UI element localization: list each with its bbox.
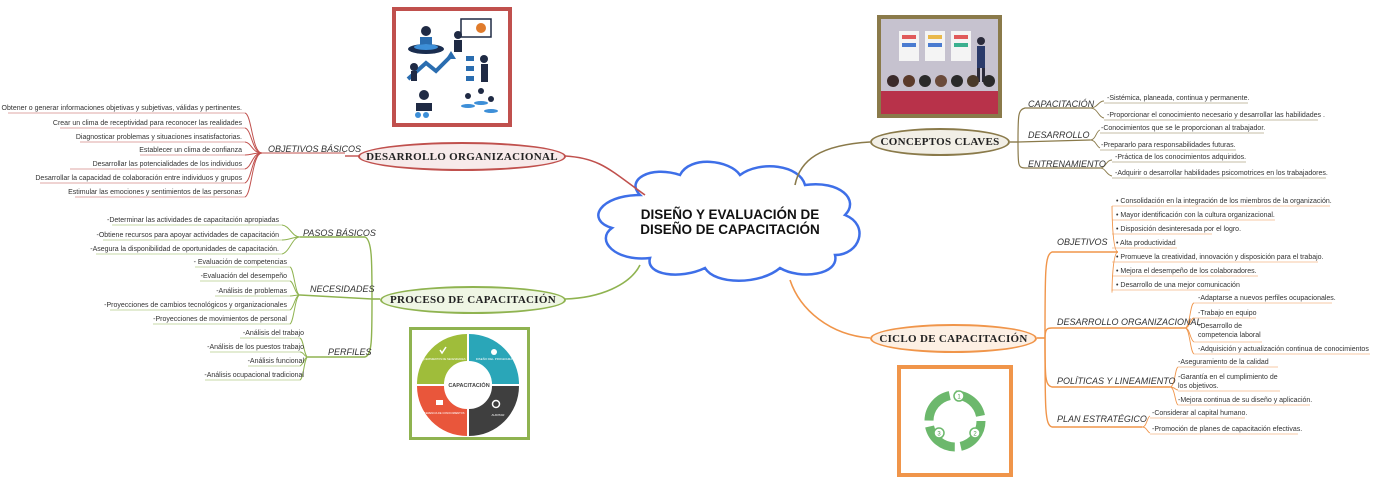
list-item: -Análisis de los puestos trabajo: [207, 344, 304, 351]
category-entrenamiento: ENTRENAMIENTO: [1028, 159, 1106, 169]
cycle-step-number: 1: [957, 395, 961, 401]
list-item: -Análisis funcional: [247, 358, 304, 365]
node-proceso-capacitacion[interactable]: PROCESO DE CAPACITACIÓN: [380, 286, 566, 314]
node-ciclo-capacitacion[interactable]: CICLO DE CAPACITACIÓN: [870, 324, 1037, 353]
category-necesidades: NECESIDADES: [310, 284, 375, 294]
list-item: -Proporcionar el conocimiento necesario …: [1107, 112, 1325, 119]
list-item: -Determinar las actividades de capacitac…: [107, 217, 279, 224]
wheel-segment-label: DISEÑO DEL PROGRAMA: [476, 356, 512, 361]
list-item: -Obtiene recursos para apoyar actividade…: [96, 232, 280, 239]
node-desarrollo-organizacional[interactable]: DESARROLLO ORGANIZACIONAL: [358, 142, 566, 171]
list-item: • Mayor identificación con la cultura or…: [1116, 212, 1275, 219]
list-item: • Disposición desinteresada por el logro…: [1116, 226, 1242, 233]
list-item: -Análisis del trabajo: [242, 330, 304, 337]
central-topic-line2: DISEÑO DE CAPACITACIÓN: [640, 222, 820, 237]
cycle-step-number: 2: [973, 432, 977, 438]
list-item: -Prepararlo para responsabilidades futur…: [1101, 142, 1236, 149]
folder-icon: [436, 400, 443, 405]
list-item: -Considerar al capital humano.: [1152, 410, 1248, 417]
user-icon: [491, 349, 497, 355]
list-item: - Evaluación de competencias: [193, 259, 287, 266]
ciclo-illustration: 1 2 3: [897, 365, 1013, 477]
central-topic-line1: DISEÑO Y EVALUACIÓN DE: [640, 207, 820, 222]
wheel-segment-label: TRANSFERENCIA DE CONOCIMIENTOS: [416, 411, 465, 415]
list-item: -Adquirir o desarrollar habilidades psic…: [1115, 170, 1328, 177]
list-item: -Análisis de problemas: [216, 288, 287, 295]
category-capacitacion: CAPACITACIÓN: [1028, 99, 1095, 109]
list-item: -Proyecciones de movimientos de personal: [153, 316, 287, 323]
list-item: Desarrollar las potencialidades de los i…: [92, 161, 242, 168]
center-cloud: [597, 160, 861, 282]
category-desarrollo: DESARROLLO: [1028, 130, 1090, 140]
check-icon: [439, 346, 447, 355]
desarrollo-illustration: [392, 7, 512, 127]
gear-icon: [491, 399, 501, 409]
conceptos-illustration: [877, 15, 1002, 118]
list-item: -Adquisición y actualización continua de…: [1198, 346, 1369, 353]
list-item: • Alta productividad: [1116, 240, 1176, 247]
list-item: -Promoción de planes de capacitación efe…: [1152, 426, 1303, 433]
list-item: -Sistémica, planeada, continua y permane…: [1107, 95, 1250, 102]
capacitacion-wheel: CAPACITACIÓN DISEÑO DEL PROGRAMA AUDITAR…: [416, 334, 519, 436]
list-item: -Trabajo en equipo: [1198, 310, 1257, 317]
category-plan-estrategico: PLAN ESTRATÉGICO: [1057, 414, 1147, 424]
category-objetivos: OBJETIVOS: [1057, 237, 1108, 247]
people-icons: [406, 18, 498, 118]
category-pasos-basicos: PASOS BÁSICOS: [303, 228, 376, 238]
list-item: Obtener o generar informaciones objetiva…: [1, 105, 242, 112]
list-item: • Desarrollo de una mejor comunicación: [1116, 282, 1240, 289]
list-item: Establecer un clima de confianza: [139, 147, 242, 154]
list-item: Crear un clima de receptividad para reco…: [52, 120, 242, 127]
presentation-scene: [881, 19, 998, 114]
list-item: -Garantía en el cumplimiento de los obje…: [1178, 374, 1278, 390]
cycle-diagram: 1 2 3: [924, 390, 986, 452]
list-item: Diagnosticar problemas y situaciones ins…: [75, 134, 242, 141]
list-item: -Práctica de los conocimientos adquirido…: [1115, 154, 1247, 161]
list-item: -Desarrollo de competencia laboral: [1198, 323, 1261, 339]
cycle-step-number: 3: [937, 432, 941, 438]
list-item: • Consolidación en la integración de los…: [1116, 198, 1332, 205]
wheel-center-label: CAPACITACIÓN: [448, 381, 489, 389]
list-item: -Mejora continua de su diseño y aplicaci…: [1178, 397, 1313, 404]
list-item: -Aseguramiento de la calidad: [1178, 359, 1269, 366]
list-item: • Promueve la creatividad, innovación y …: [1116, 254, 1324, 261]
node-conceptos-claves[interactable]: CONCEPTOS CLAVES: [870, 128, 1010, 156]
list-item: -Conocimientos que se le proporcionan al…: [1101, 125, 1266, 132]
list-item: -Asegura la disponibilidad de oportunida…: [90, 246, 279, 253]
list-item: -Adaptarse a nuevos perfiles ocupacional…: [1198, 295, 1336, 302]
category-politicas-lineamiento: POLÍTICAS Y LINEAMIENTO: [1057, 376, 1176, 386]
proceso-wheel-illustration: CAPACITACIÓN DISEÑO DEL PROGRAMA AUDITAR…: [409, 327, 530, 440]
list-item: -Evaluación del desempeño: [200, 273, 287, 280]
wheel-segment-label: REQUERIMIENTOS DE NECESIDADES: [418, 357, 465, 361]
list-item: • Mejora el desempeño de los colaborador…: [1116, 268, 1257, 275]
wheel-segment-label: AUDITAR: [492, 413, 506, 417]
category-perfiles: PERFILES: [328, 347, 372, 357]
list-item: -Análisis ocupacional tradicional: [204, 372, 304, 379]
list-item: -Proyecciones de cambios tecnológicos y …: [104, 302, 287, 309]
central-topic: DISEÑO Y EVALUACIÓN DE DISEÑO DE CAPACIT…: [615, 207, 845, 237]
list-item: Estimular las emociones y sentimientos d…: [68, 189, 242, 196]
category-objetivos-basicos: OBJETIVOS BÁSICOS: [268, 144, 362, 154]
category-desarrollo-organizacional: DESARROLLO ORGANIZACIONAL: [1057, 317, 1202, 327]
list-item: Desarrollar la capacidad de colaboración…: [35, 175, 242, 182]
